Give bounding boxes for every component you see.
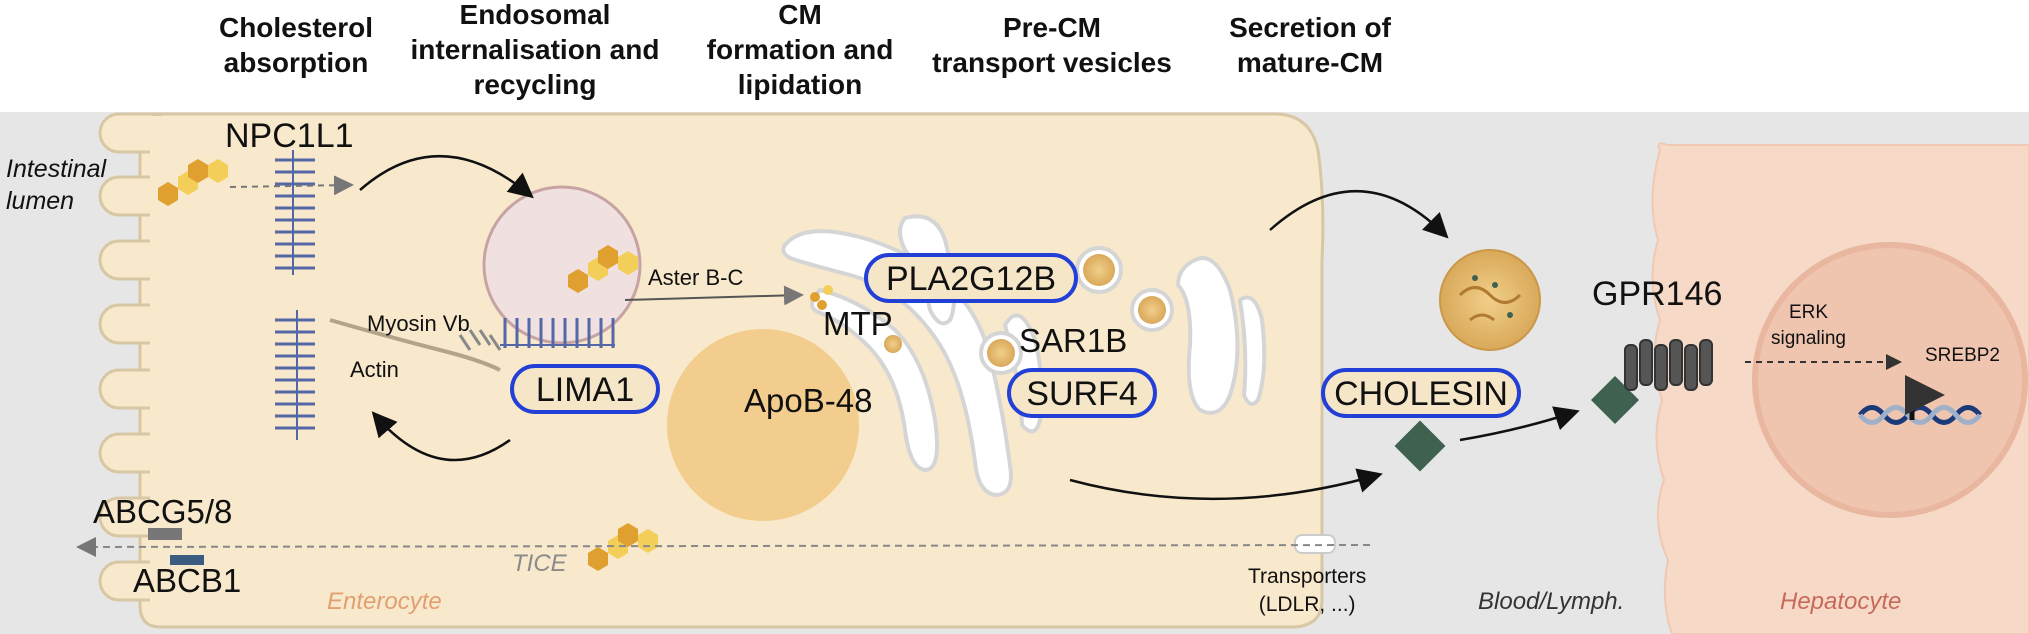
header-cholesterol-absorption: Cholesterol absorption xyxy=(218,12,374,78)
header-endosomal-recycling: Endosomal internalisation and recycling xyxy=(410,0,660,100)
gene-surf4: SURF4 xyxy=(1007,368,1157,418)
header-pre-cm-vesicles: Pre-CM transport vesicles xyxy=(932,12,1172,78)
transport-vesicles xyxy=(884,246,1174,375)
label-myosin: Myosin Vb xyxy=(367,311,470,336)
label-srebp2: SREBP2 xyxy=(1925,345,2000,366)
arrow-npc1l1-entry xyxy=(229,175,354,196)
header-cm-formation: CM formation and lipidation xyxy=(706,0,894,100)
label-actin: Actin xyxy=(350,357,399,382)
transporter xyxy=(1294,534,1336,554)
npc1l1-helices xyxy=(275,150,615,440)
header-secretion: Secretion of mature-CM xyxy=(1229,12,1391,78)
gene-cholesin: CHOLESIN xyxy=(1321,368,1521,418)
cholesterol-clusters xyxy=(158,159,833,571)
cholesin-hormone xyxy=(1394,420,1446,472)
label-apob48: ApoB-48 xyxy=(744,382,873,419)
arrow-secretion xyxy=(1269,190,1449,239)
arrow-recycle xyxy=(371,411,511,462)
abc-transporters xyxy=(148,528,182,540)
endosome xyxy=(482,185,642,345)
transcription-start-arrow xyxy=(1905,375,1945,420)
label-hepatocyte: Hepatocyte xyxy=(1780,588,1902,615)
myosin-motor xyxy=(458,329,502,351)
mature-chylomicron xyxy=(1439,249,1541,351)
gene-lima1: LIMA1 xyxy=(510,364,660,414)
label-enterocyte: Enterocyte xyxy=(327,588,442,615)
arrow-to-blood xyxy=(1069,468,1383,501)
label-intestinal-lumen: Intestinal lumen xyxy=(6,155,107,215)
label-transporters: Transporters (LDLR, ...) xyxy=(1248,565,1367,616)
label-abcg58: ABCG5/8 xyxy=(93,493,233,530)
label-gpr146: GPR146 xyxy=(1592,275,1723,313)
label-mtp: MTP xyxy=(823,305,893,342)
hepatocyte-nucleus xyxy=(1752,242,2028,518)
label-abcb1: ABCB1 xyxy=(133,562,242,599)
label-npc1l1: NPC1L1 xyxy=(225,117,354,155)
label-blood-lymph: Blood/Lymph. xyxy=(1478,588,1625,615)
label-erk-signaling: ERK signaling xyxy=(1771,302,1846,349)
actin-filament xyxy=(329,318,501,372)
gene-pla2g12b: PLA2G12B xyxy=(864,253,1078,303)
gpr146-receptor xyxy=(1624,339,1713,391)
label-sar1b: SAR1B xyxy=(1019,322,1128,359)
label-tice: TICE xyxy=(512,550,567,577)
label-aster: Aster B-C xyxy=(648,265,744,290)
arrow-aster xyxy=(624,285,804,306)
arrow-uptake xyxy=(359,154,534,199)
arrow-to-receptor xyxy=(1459,406,1580,442)
enterocyte-nucleus xyxy=(667,329,859,521)
exocytosis-compartment xyxy=(1175,256,1267,415)
